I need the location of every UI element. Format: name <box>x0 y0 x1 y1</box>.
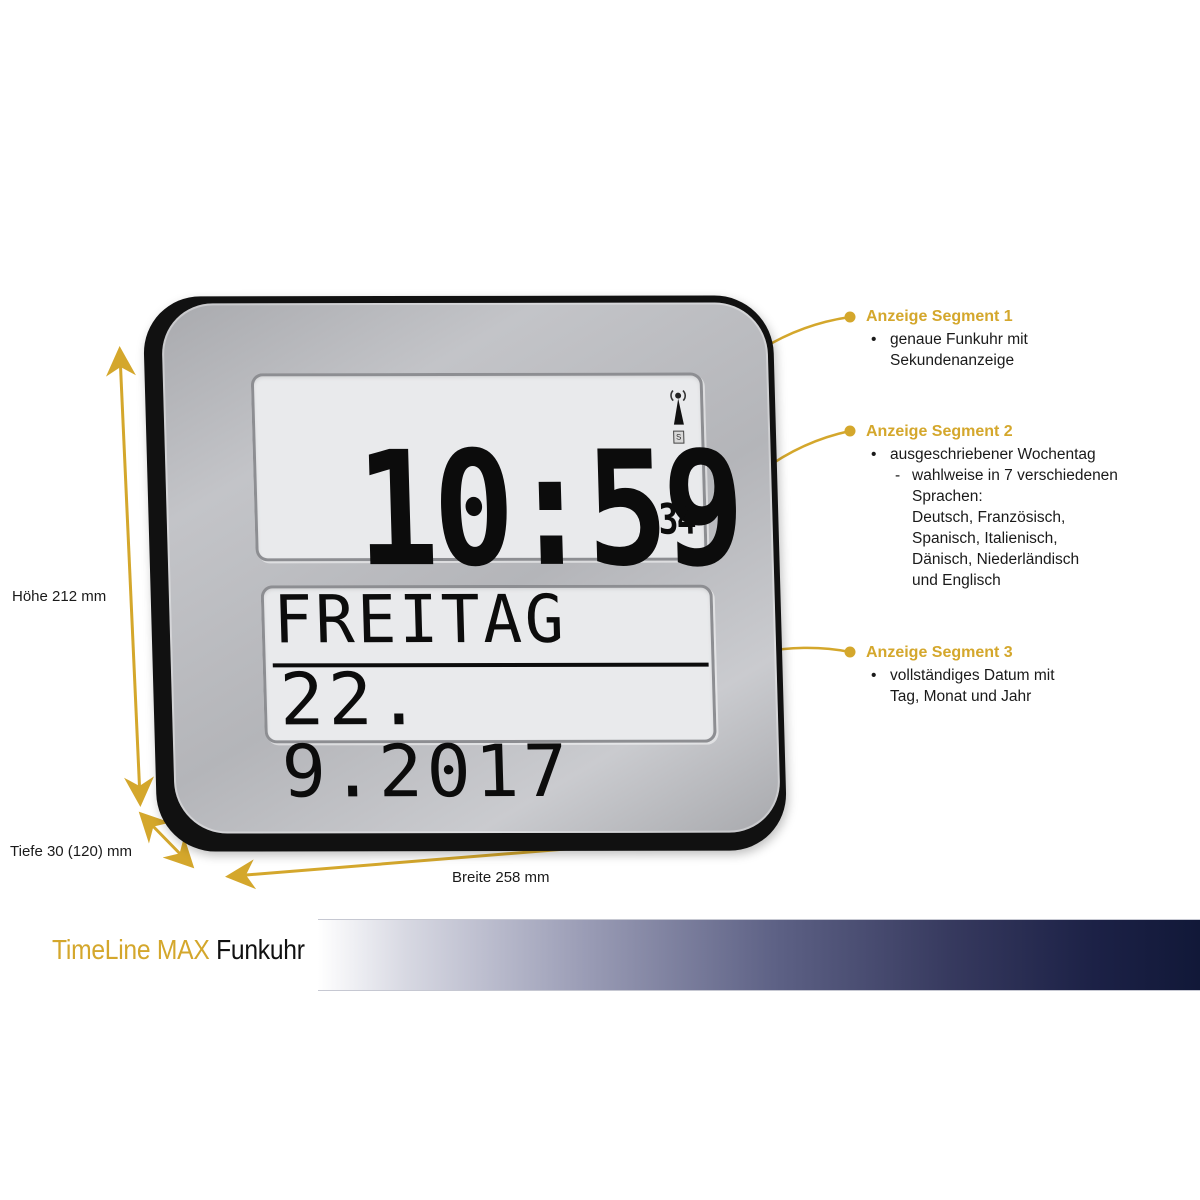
time-display: 10:59 34 S <box>250 372 742 602</box>
height-arrow <box>105 346 155 807</box>
clock-face: 10:59 34 S FREITAG 22. 9.2017 <box>160 302 782 834</box>
weekday-text: FREITAG <box>272 580 568 659</box>
seconds-digits: 34 <box>657 494 696 544</box>
depth-label: Tiefe 30 (120) mm <box>10 843 132 860</box>
annotation-segment-3: Anzeige Segment 3 vollständiges Datum mi… <box>866 642 1055 707</box>
product-type: Funkuhr <box>216 934 305 965</box>
date-display: FREITAG 22. 9.2017 <box>260 580 717 813</box>
signal-indicator-s: S <box>673 430 685 444</box>
annotation-segment-2: Anzeige Segment 2 ausgeschriebener Woche… <box>866 421 1118 591</box>
bullet-item: vollständiges Datum mit <box>866 665 1055 686</box>
product-title: TimeLine MAX Funkuhr <box>52 934 305 966</box>
product-name: TimeLine MAX <box>52 934 210 965</box>
depth-arrow <box>138 811 195 869</box>
sub-continuation: Spanisch, Italienisch, <box>912 530 1058 547</box>
sub-continuation: Dänisch, Niederländisch <box>912 551 1080 568</box>
sub-item: wahlweise in 7 verschiedenen <box>866 465 1118 486</box>
sub-continuation: Sprachen: <box>912 488 983 505</box>
date-text: 22. 9.2017 <box>278 657 573 814</box>
annotation-title: Anzeige Segment 1 <box>866 308 1013 325</box>
sub-continuation: und Englisch <box>912 572 1001 589</box>
width-label: Breite 258 mm <box>452 869 550 886</box>
sub-continuation: Deutsch, Französisch, <box>912 509 1066 526</box>
bullet-item: ausgeschriebener Wochentag <box>866 444 1118 465</box>
annotation-segment-1: Anzeige Segment 1 genaue Funkuhr mit Sek… <box>866 306 1028 371</box>
annotation-title: Anzeige Segment 3 <box>866 644 1013 661</box>
annotation-title: Anzeige Segment 2 <box>866 423 1013 440</box>
bullet-item: genaue Funkuhr mit <box>866 329 1028 350</box>
radio-signal-tower-icon <box>670 389 687 425</box>
bullet-continuation: Tag, Monat und Jahr <box>890 688 1032 705</box>
height-label: Höhe 212 mm <box>12 588 107 605</box>
bullet-continuation: Sekundenanzeige <box>890 352 1015 369</box>
footer-gradient-band <box>318 919 1200 991</box>
